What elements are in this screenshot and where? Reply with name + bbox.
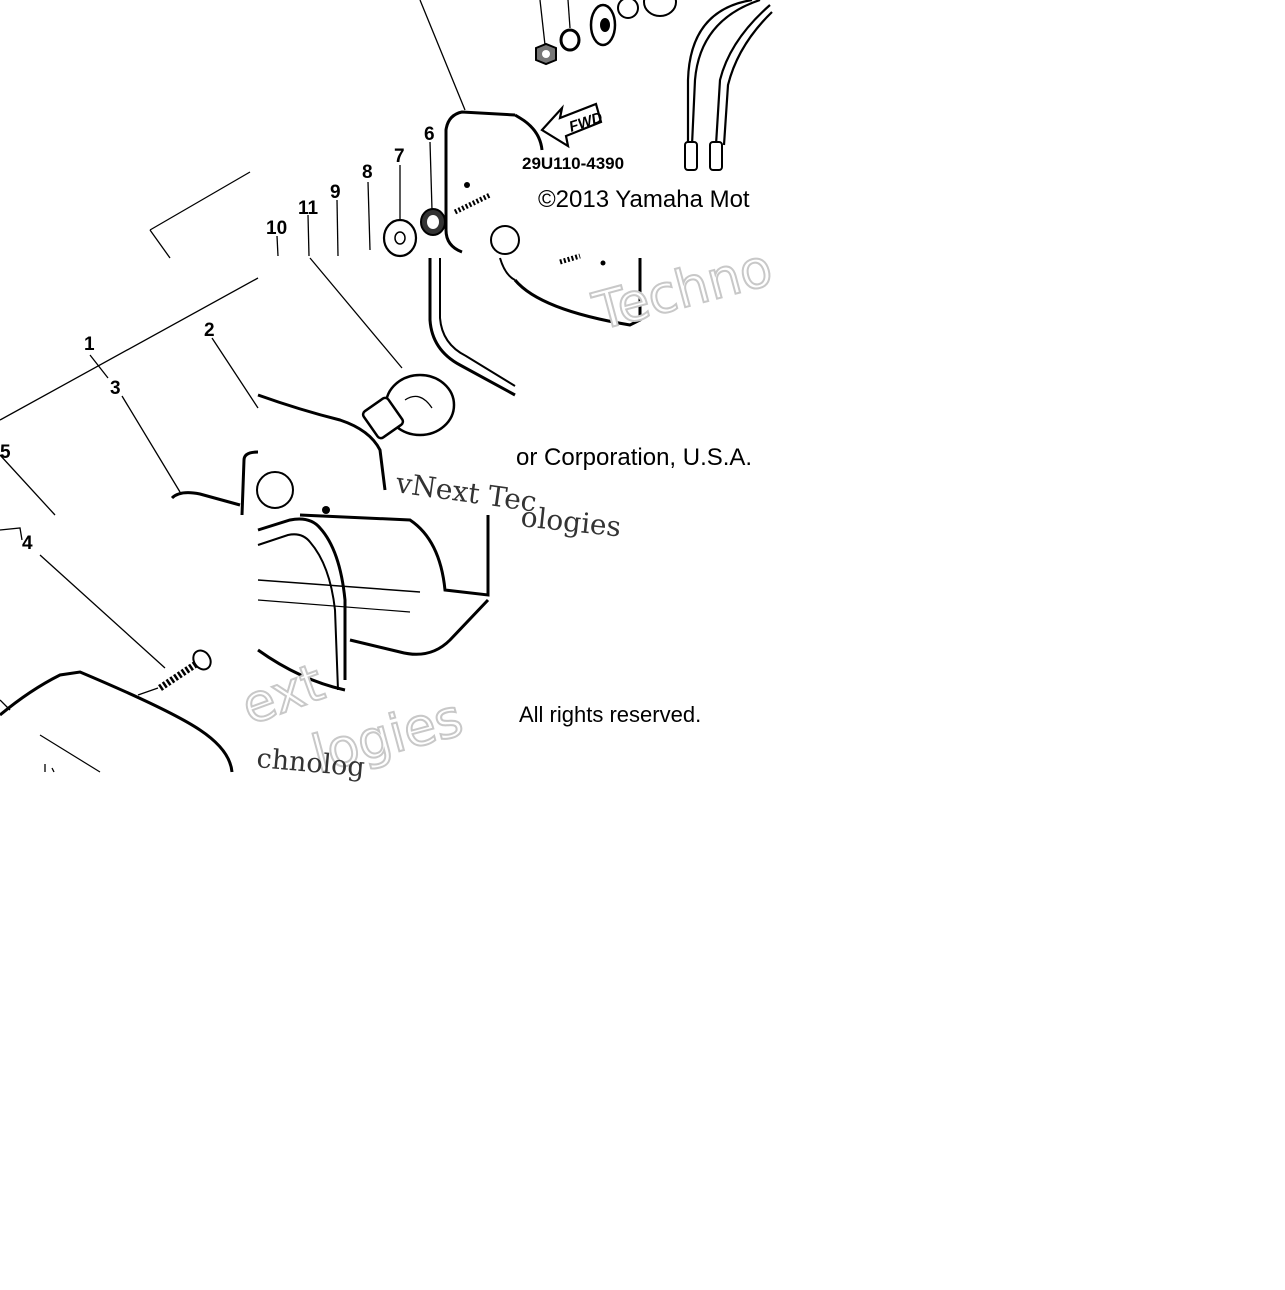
copyright-line-2: or Corporation, U.S.A. bbox=[516, 444, 752, 471]
bulb-icon bbox=[361, 373, 456, 440]
part-number-5: 5 bbox=[0, 442, 11, 463]
rights-text: All rights reserved. bbox=[519, 702, 701, 727]
part-number-4: 4 bbox=[22, 533, 33, 554]
watermark-techno: Techno bbox=[587, 238, 779, 343]
tile-top-right: FWD 29U110-4390 ©2013 Yamaha Mot bbox=[490, 0, 773, 255]
part-number-1: 1 bbox=[84, 334, 95, 355]
washer-icon bbox=[382, 218, 418, 258]
wire-harness bbox=[690, 0, 761, 146]
fwd-arrow-icon: FWD bbox=[540, 102, 605, 149]
gasket-outline bbox=[257, 517, 347, 680]
part-number-2: 2 bbox=[204, 320, 215, 341]
part-number-11: 11 bbox=[298, 198, 319, 219]
tile-middle-left bbox=[0, 171, 259, 516]
tile-top-center bbox=[276, 0, 516, 258]
part-number-callouts: 1 2 3 4 5 6 7 8 9 10 11 bbox=[0, 124, 435, 554]
diagram-code: 29U110-4390 bbox=[522, 154, 624, 173]
part-number-7: 7 bbox=[394, 146, 405, 167]
watermark-ologies-serif: ologies bbox=[519, 500, 622, 543]
tile-bottom-left bbox=[0, 527, 234, 773]
tile-bottom-right: All rights reserved. bbox=[519, 702, 701, 727]
part-number-10: 10 bbox=[266, 218, 287, 239]
tile-bottom-center: ext logies chnolog bbox=[233, 506, 490, 787]
lock-washer-icon bbox=[559, 28, 581, 52]
part-number-6: 6 bbox=[424, 124, 435, 145]
connector-icon bbox=[684, 141, 698, 171]
watermark-next-tec: vNext Tec bbox=[393, 466, 539, 519]
lens-housing-outline bbox=[257, 393, 387, 491]
part-number-8: 8 bbox=[362, 162, 373, 183]
tile-middle-right: Techno or Corporation, U.S.A. ologies bbox=[513, 237, 779, 543]
part-number-9: 9 bbox=[330, 182, 341, 203]
connector-icon bbox=[709, 141, 723, 171]
screw-icon bbox=[158, 649, 212, 691]
part-number-3: 3 bbox=[110, 378, 121, 399]
housing-outline bbox=[444, 110, 516, 254]
copyright-line-1: ©2013 Yamaha Mot bbox=[538, 186, 750, 213]
tile-center: vNext Tec bbox=[256, 257, 539, 519]
lens-cover-outline bbox=[0, 670, 234, 773]
